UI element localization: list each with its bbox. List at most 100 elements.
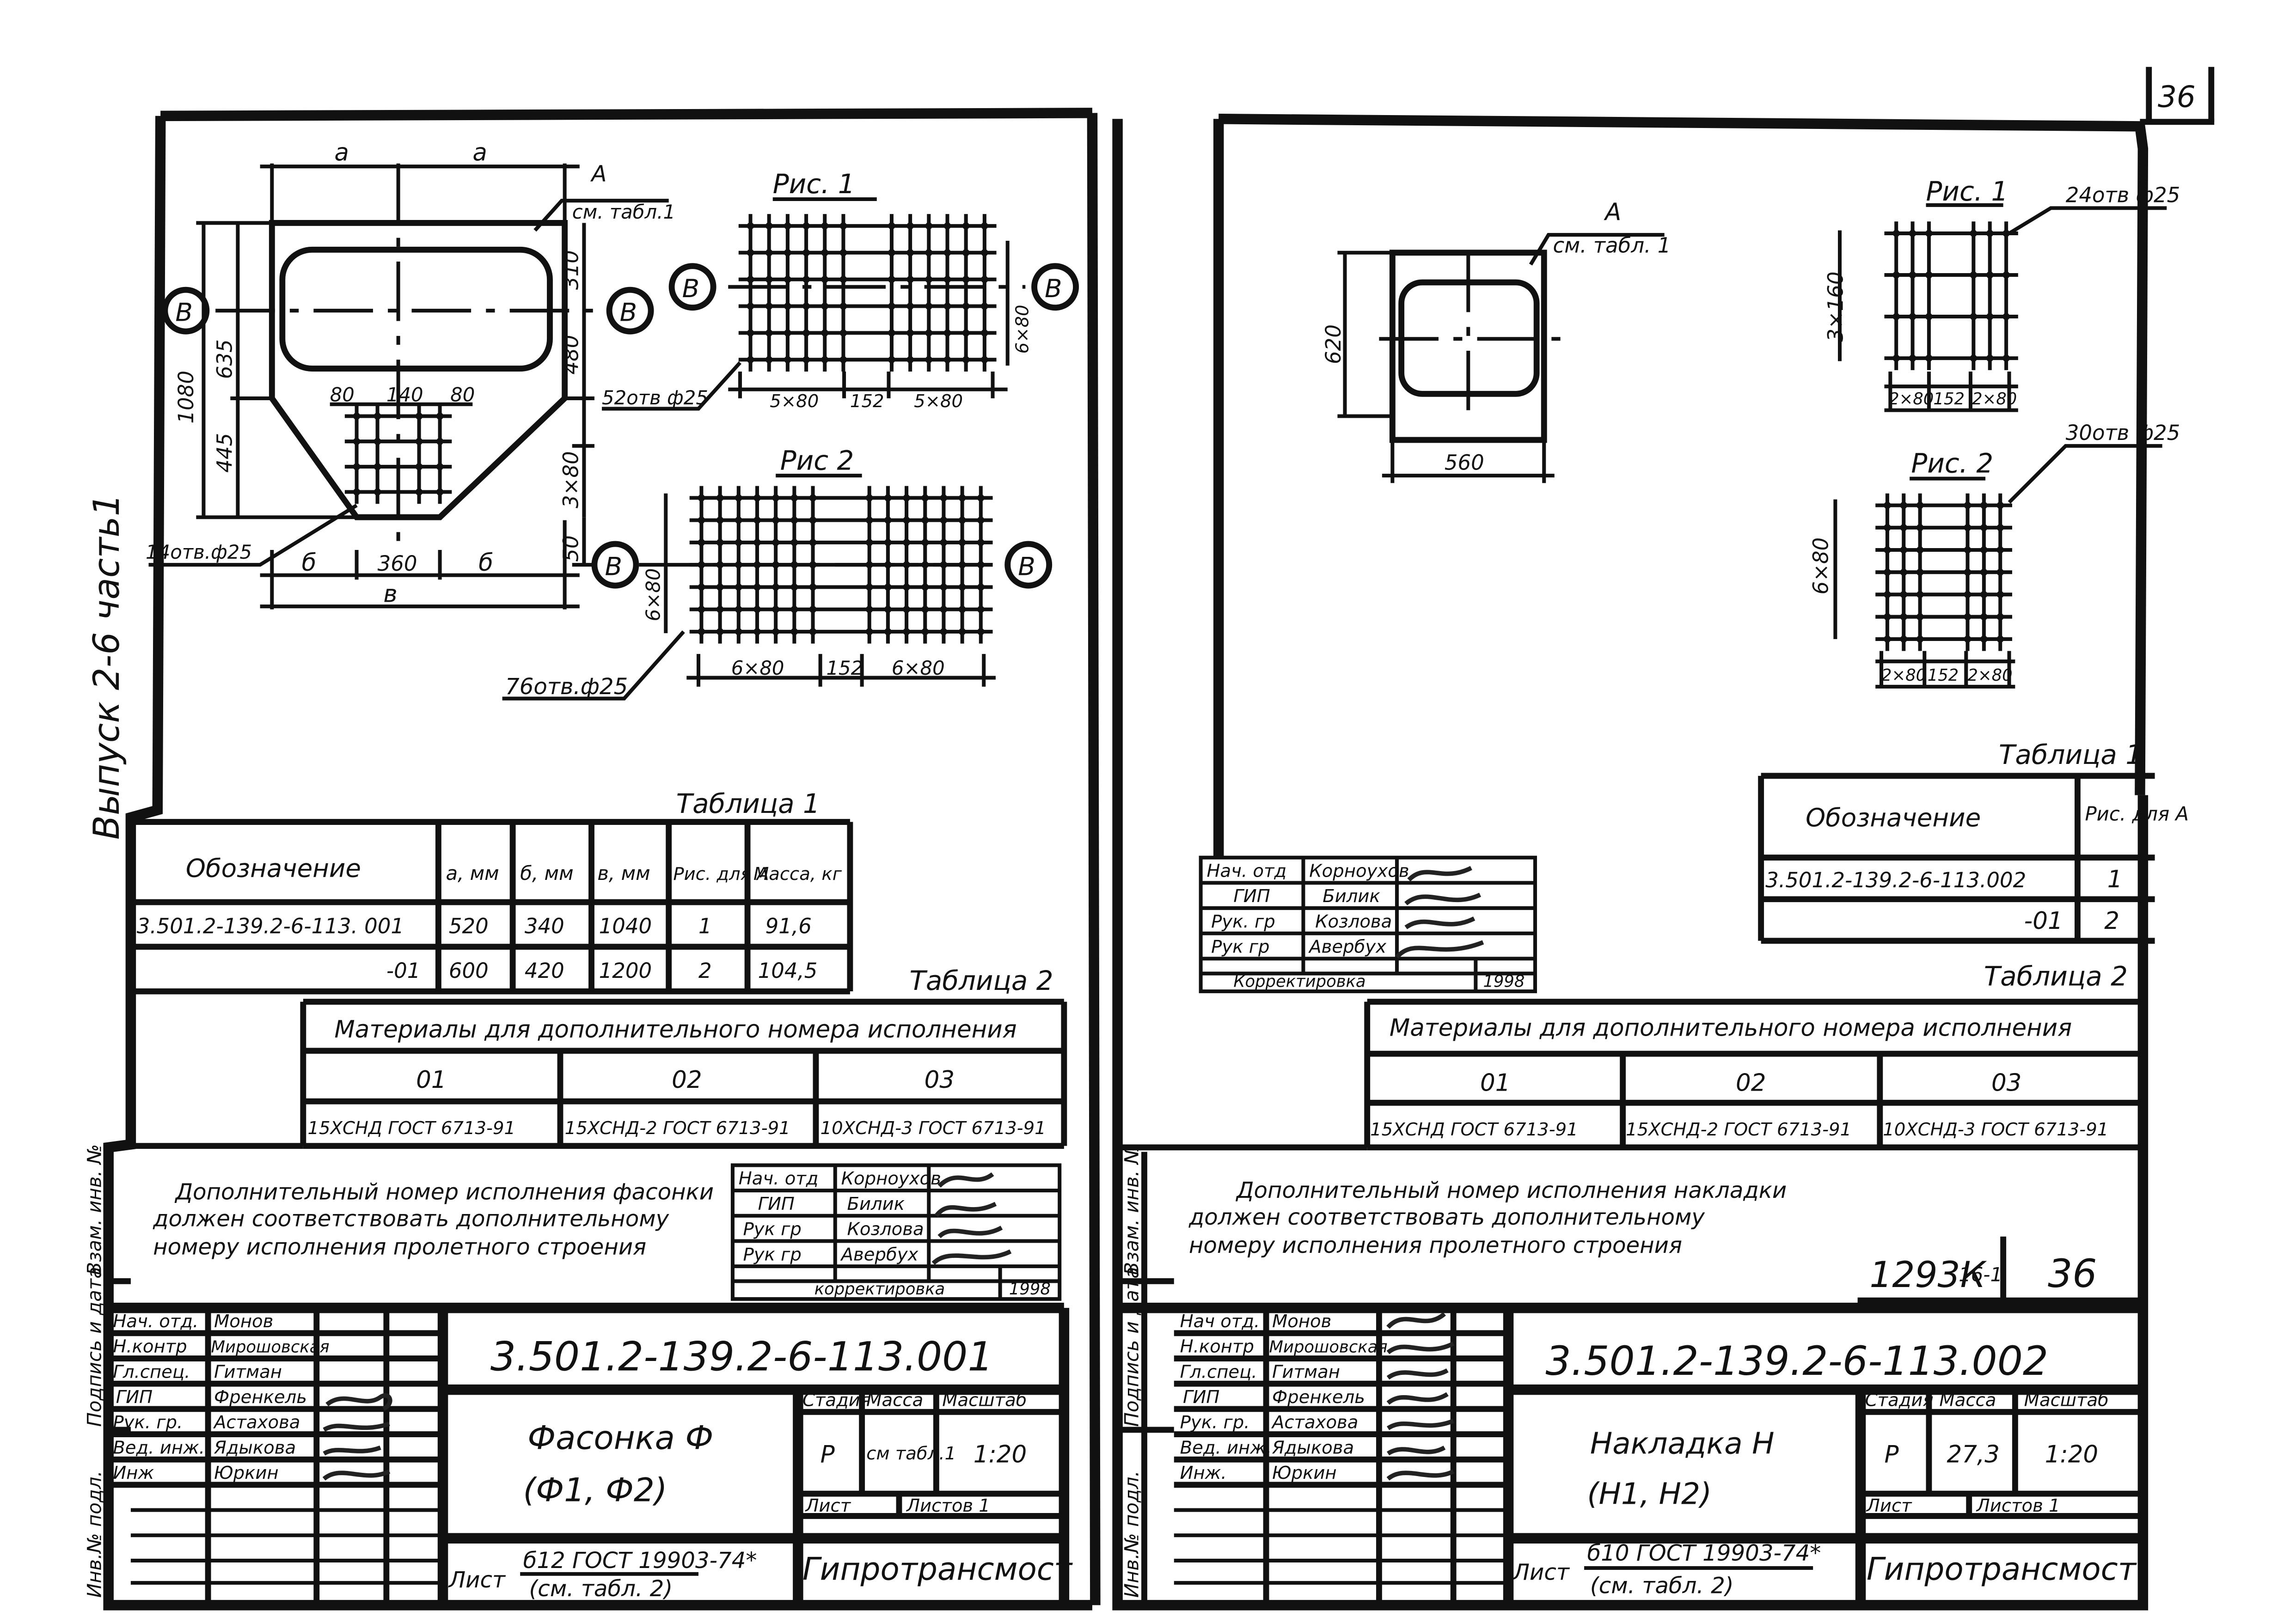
bolt-hole	[906, 302, 914, 310]
bolt-hole	[981, 329, 988, 337]
bolt-hole	[839, 275, 847, 283]
dim-50: 50	[559, 535, 583, 561]
margin-label-podpis: Подпись и дата	[83, 1267, 106, 1427]
bolt-hole	[772, 605, 779, 613]
right-tb-mass: 27,3	[1947, 1441, 2000, 1469]
bolt-hole	[2002, 271, 2010, 279]
dim-1080: 1080	[174, 371, 198, 424]
bolt-hole	[977, 539, 985, 546]
left-stamp-year: 1998	[1009, 1280, 1051, 1299]
bolt-hole	[821, 249, 828, 256]
bolt-hole	[906, 249, 914, 256]
bolt-hole	[809, 561, 817, 568]
bolt-hole	[1900, 568, 1907, 576]
ris1-holes-label: 52отв ф25	[602, 386, 708, 409]
bolt-hole	[1996, 635, 2004, 643]
right-t1-r0-c1: 1	[2107, 866, 2123, 893]
bolt-hole	[415, 463, 423, 470]
margin-label-vzam: Взам. инв. №	[83, 1144, 106, 1275]
right-tb-p5-name: Ядыкова	[1272, 1437, 1354, 1458]
bolt-hole	[716, 561, 724, 568]
bolt-hole	[809, 583, 817, 591]
bolt-hole	[1986, 230, 1994, 237]
bolt-hole	[943, 356, 951, 364]
right-t1-r1-c1: 2	[2104, 907, 2119, 935]
margin-label-podpis-2: Подпись и дата	[1120, 1267, 1143, 1427]
left-tb-p5-name: Ядыкова	[214, 1437, 296, 1458]
right-ris1-dim-v: 3×160	[1823, 271, 1848, 342]
bolt-hole	[884, 516, 892, 524]
bolt-hole	[1916, 524, 1924, 531]
bolt-hole	[1964, 546, 1971, 554]
right-stamp-r1-name: Билик	[1322, 886, 1380, 907]
bolt-hole	[925, 329, 933, 337]
margin-strip-left	[108, 1152, 1174, 1605]
bolt-hole	[940, 561, 948, 568]
right-tb-p2-role: Гл.спец.	[1180, 1361, 1257, 1382]
left-tb-stage-h: Стадия	[802, 1390, 871, 1410]
bolt-hole	[884, 605, 892, 613]
margin-label-inv: Инв.№ подл.	[83, 1470, 106, 1598]
bolt-hole	[865, 561, 873, 568]
bolt-hole	[753, 494, 761, 502]
bolt-hole	[790, 561, 798, 568]
bolt-hole	[1909, 230, 1916, 237]
bolt-hole	[1892, 313, 1900, 320]
ris2-section-right: В	[1018, 552, 1035, 581]
bolt-hole	[1884, 591, 1891, 598]
right-ris2-dim-a: 2×80	[1881, 666, 1926, 685]
bolt-hole	[943, 249, 951, 256]
left-tb-name-2: (Ф1, Ф2)	[523, 1470, 667, 1509]
bolt-hole	[698, 628, 705, 635]
right-ris1-hole-pattern	[1884, 221, 2018, 370]
left-t1-r1-c3: 1200	[599, 958, 652, 983]
bolt-hole	[1892, 230, 1900, 237]
left-stamp-r2-name: Козлова	[847, 1219, 924, 1240]
bolt-hole	[415, 488, 423, 496]
dim-445: 445	[213, 433, 237, 473]
bolt-hole	[906, 275, 914, 283]
right-tb-scale-h: Масштаб	[2024, 1390, 2109, 1410]
bolt-hole	[884, 539, 892, 546]
bolt-hole	[958, 494, 966, 502]
bolt-hole	[1980, 613, 1988, 621]
bolt-hole	[747, 302, 754, 310]
left-tb-mass: см табл.1	[866, 1443, 956, 1464]
bolt-hole	[925, 275, 933, 283]
bolt-hole	[716, 583, 724, 591]
left-t1-r0-c3: 1040	[599, 914, 652, 939]
bolt-hole	[753, 628, 761, 635]
bolt-hole	[821, 356, 828, 364]
right-tb-p1-role: Н.контр	[1180, 1336, 1254, 1357]
left-tb-p1-role: Н.контр	[113, 1336, 187, 1357]
bolt-hole	[888, 275, 895, 283]
right-correction-stamp	[1199, 855, 1537, 994]
left-table2	[130, 999, 1067, 1149]
right-t1-h-ris: Рис. для А	[2085, 802, 2189, 825]
bolt-hole	[735, 516, 742, 524]
right-stamp-year: 1998	[1483, 972, 1525, 991]
bolt-hole	[772, 561, 779, 568]
bolt-hole	[747, 329, 754, 337]
left-tb-material-prefix: Лист	[448, 1567, 506, 1593]
dim-635: 635	[213, 339, 237, 379]
right-table2	[1117, 999, 2148, 1151]
bolt-hole	[958, 583, 966, 591]
bolt-hole	[943, 275, 951, 283]
bolt-hole	[839, 249, 847, 256]
right-ris2-hole-pattern	[1875, 493, 2012, 651]
bolt-hole	[1970, 271, 1978, 279]
bolt-hole	[1884, 546, 1891, 554]
right-stamp-footer: Корректировка	[1233, 972, 1365, 991]
right-ris2-title: Рис. 2	[1911, 448, 1993, 479]
bolt-hole	[716, 539, 724, 546]
bolt-hole	[921, 605, 929, 613]
bolt-hole	[753, 583, 761, 591]
bolt-hole	[977, 516, 985, 524]
left-t2-val-01: 15ХСНД ГОСТ 6713-91	[307, 1118, 515, 1139]
left-t1-r1-c0: -01	[386, 958, 420, 983]
left-t2-val-02: 15ХСНД-2 ГОСТ 6713-91	[565, 1118, 790, 1139]
right-tb-scale: 1:20	[2045, 1441, 2098, 1469]
ris1-title: Рис. 1	[773, 168, 855, 200]
left-t1-h-b: б, мм	[520, 862, 573, 885]
